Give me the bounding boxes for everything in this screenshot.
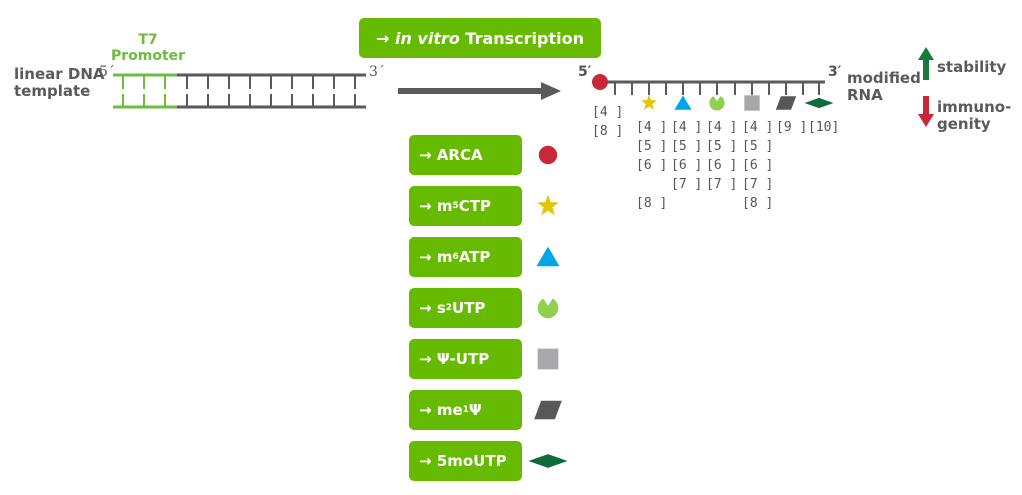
ref: [9 ] <box>776 120 808 135</box>
star-icon <box>537 194 559 216</box>
ref: [8 ] <box>636 196 668 211</box>
ref: [4 ] <box>636 120 668 135</box>
ref: [4 ] <box>592 105 624 120</box>
ref: [4 ] <box>671 120 703 135</box>
arrow-icon: → <box>419 350 432 368</box>
in-vitro-transcription-button[interactable]: → in vitro Transcription <box>359 18 601 58</box>
parallelogram-icon <box>534 400 562 420</box>
dna-five-prime: 5´ <box>99 64 115 80</box>
rna-label-line1: modified <box>847 69 921 87</box>
triangle-icon <box>536 246 560 267</box>
notched-circle-icon <box>537 298 559 319</box>
ref: [5 ] <box>742 139 774 154</box>
mod-label: m <box>436 248 453 266</box>
parallelogram-icon <box>775 96 797 110</box>
stability-label: stability <box>937 58 1007 76</box>
refs-5moutp: [10] <box>808 118 839 137</box>
refs-s2utp: [4 ] [5 ] [6 ] [7 ] <box>706 118 737 194</box>
dna-label-line2: template <box>14 82 91 100</box>
ref: [6 ] <box>636 158 668 173</box>
immunogenicity-down-arrow-icon <box>918 96 934 127</box>
ref: [5 ] <box>671 139 703 154</box>
promoter-line2: Promoter <box>110 48 186 64</box>
mod-tail: ATP <box>458 248 491 266</box>
mod-label: Ψ-UTP <box>436 350 490 368</box>
mod-label: ARCA <box>436 146 483 164</box>
ref: [8 ] <box>592 124 624 139</box>
refs-psi-utp: [4 ] [5 ] [6 ] [7 ] [8 ] <box>742 118 773 213</box>
dna-label-line1: linear DNA <box>14 65 105 83</box>
ref: [8 ] <box>742 196 774 211</box>
refs-arca: [4 ] [8 ] <box>592 103 623 141</box>
dna-three-prime: 3´ <box>369 64 385 80</box>
arrow-icon: → <box>419 401 432 419</box>
mod-label: m <box>436 197 453 215</box>
arrow-icon: → <box>419 197 432 215</box>
immunogenicity-label: immuno- genity <box>937 99 1011 133</box>
mod-sup: 1 <box>462 405 469 415</box>
t7-promoter-label: T7 Promoter <box>110 32 186 64</box>
rna-label-line2: RNA <box>847 86 883 104</box>
ref: [5 ] <box>706 139 738 154</box>
ref <box>636 175 667 194</box>
modified-rna-label: modified RNA <box>847 70 921 104</box>
transcription-text: Transcription <box>465 28 585 48</box>
ref: [6 ] <box>742 158 774 173</box>
arrow-icon: → <box>375 28 390 48</box>
triangle-icon <box>674 95 692 110</box>
square-icon <box>537 348 559 370</box>
mod-label: me <box>436 401 463 419</box>
star-icon <box>640 94 658 110</box>
psi-utp-button[interactable]: → Ψ-UTP <box>409 339 522 379</box>
arrow-icon: → <box>419 452 432 470</box>
ref: [5 ] <box>636 139 668 154</box>
mod-tail: CTP <box>458 197 491 215</box>
circle-icon <box>538 145 558 165</box>
immunogenicity-line2: genity <box>937 115 991 133</box>
immunogenicity-line1: immuno- <box>937 98 1012 116</box>
ref: [7 ] <box>706 177 738 192</box>
dna-ladder <box>113 73 366 109</box>
mod-label: 5moUTP <box>436 452 507 470</box>
mod-sup: 6 <box>452 252 459 262</box>
ref: [10] <box>808 120 840 135</box>
rna-three-prime: 3′ <box>828 64 842 80</box>
diamond-icon <box>528 454 568 468</box>
ref: [6 ] <box>671 158 703 173</box>
ref: [4 ] <box>742 120 774 135</box>
circle-icon <box>592 74 608 90</box>
ref: [7 ] <box>742 177 774 192</box>
ref: [7 ] <box>671 177 703 192</box>
refs-m5ctp: [4 ] [5 ] [6 ] [8 ] <box>636 118 667 213</box>
in-vitro-text: in vitro <box>394 28 460 48</box>
refs-m6atp: [4 ] [5 ] [6 ] [7 ] <box>671 118 702 194</box>
mod-sup: 5 <box>452 201 459 211</box>
transcription-arrow <box>398 82 561 100</box>
mod-tail: Ψ <box>468 401 482 419</box>
mod-sup: 2 <box>445 303 453 313</box>
arrow-icon: → <box>419 299 432 317</box>
arca-button[interactable]: → ARCA <box>409 135 522 175</box>
mod-tail: UTP <box>452 299 486 317</box>
dna-template-label: linear DNA template <box>14 66 105 100</box>
rna-strand <box>592 74 834 111</box>
arrow-icon: → <box>419 146 432 164</box>
diamond-icon <box>804 97 834 109</box>
mod-label: s <box>436 299 446 317</box>
ref: [6 ] <box>706 158 738 173</box>
5moutp-button[interactable]: → 5moUTP <box>409 441 522 481</box>
square-icon <box>744 95 760 111</box>
refs-me1psi: [9 ] <box>776 118 807 137</box>
stability-up-arrow-icon <box>918 47 934 80</box>
promoter-line1: T7 <box>138 32 158 48</box>
arrow-icon: → <box>419 248 432 266</box>
rna-five-prime: 5′ <box>578 64 592 80</box>
ref: [4 ] <box>706 120 738 135</box>
notched-circle-icon <box>709 96 725 111</box>
